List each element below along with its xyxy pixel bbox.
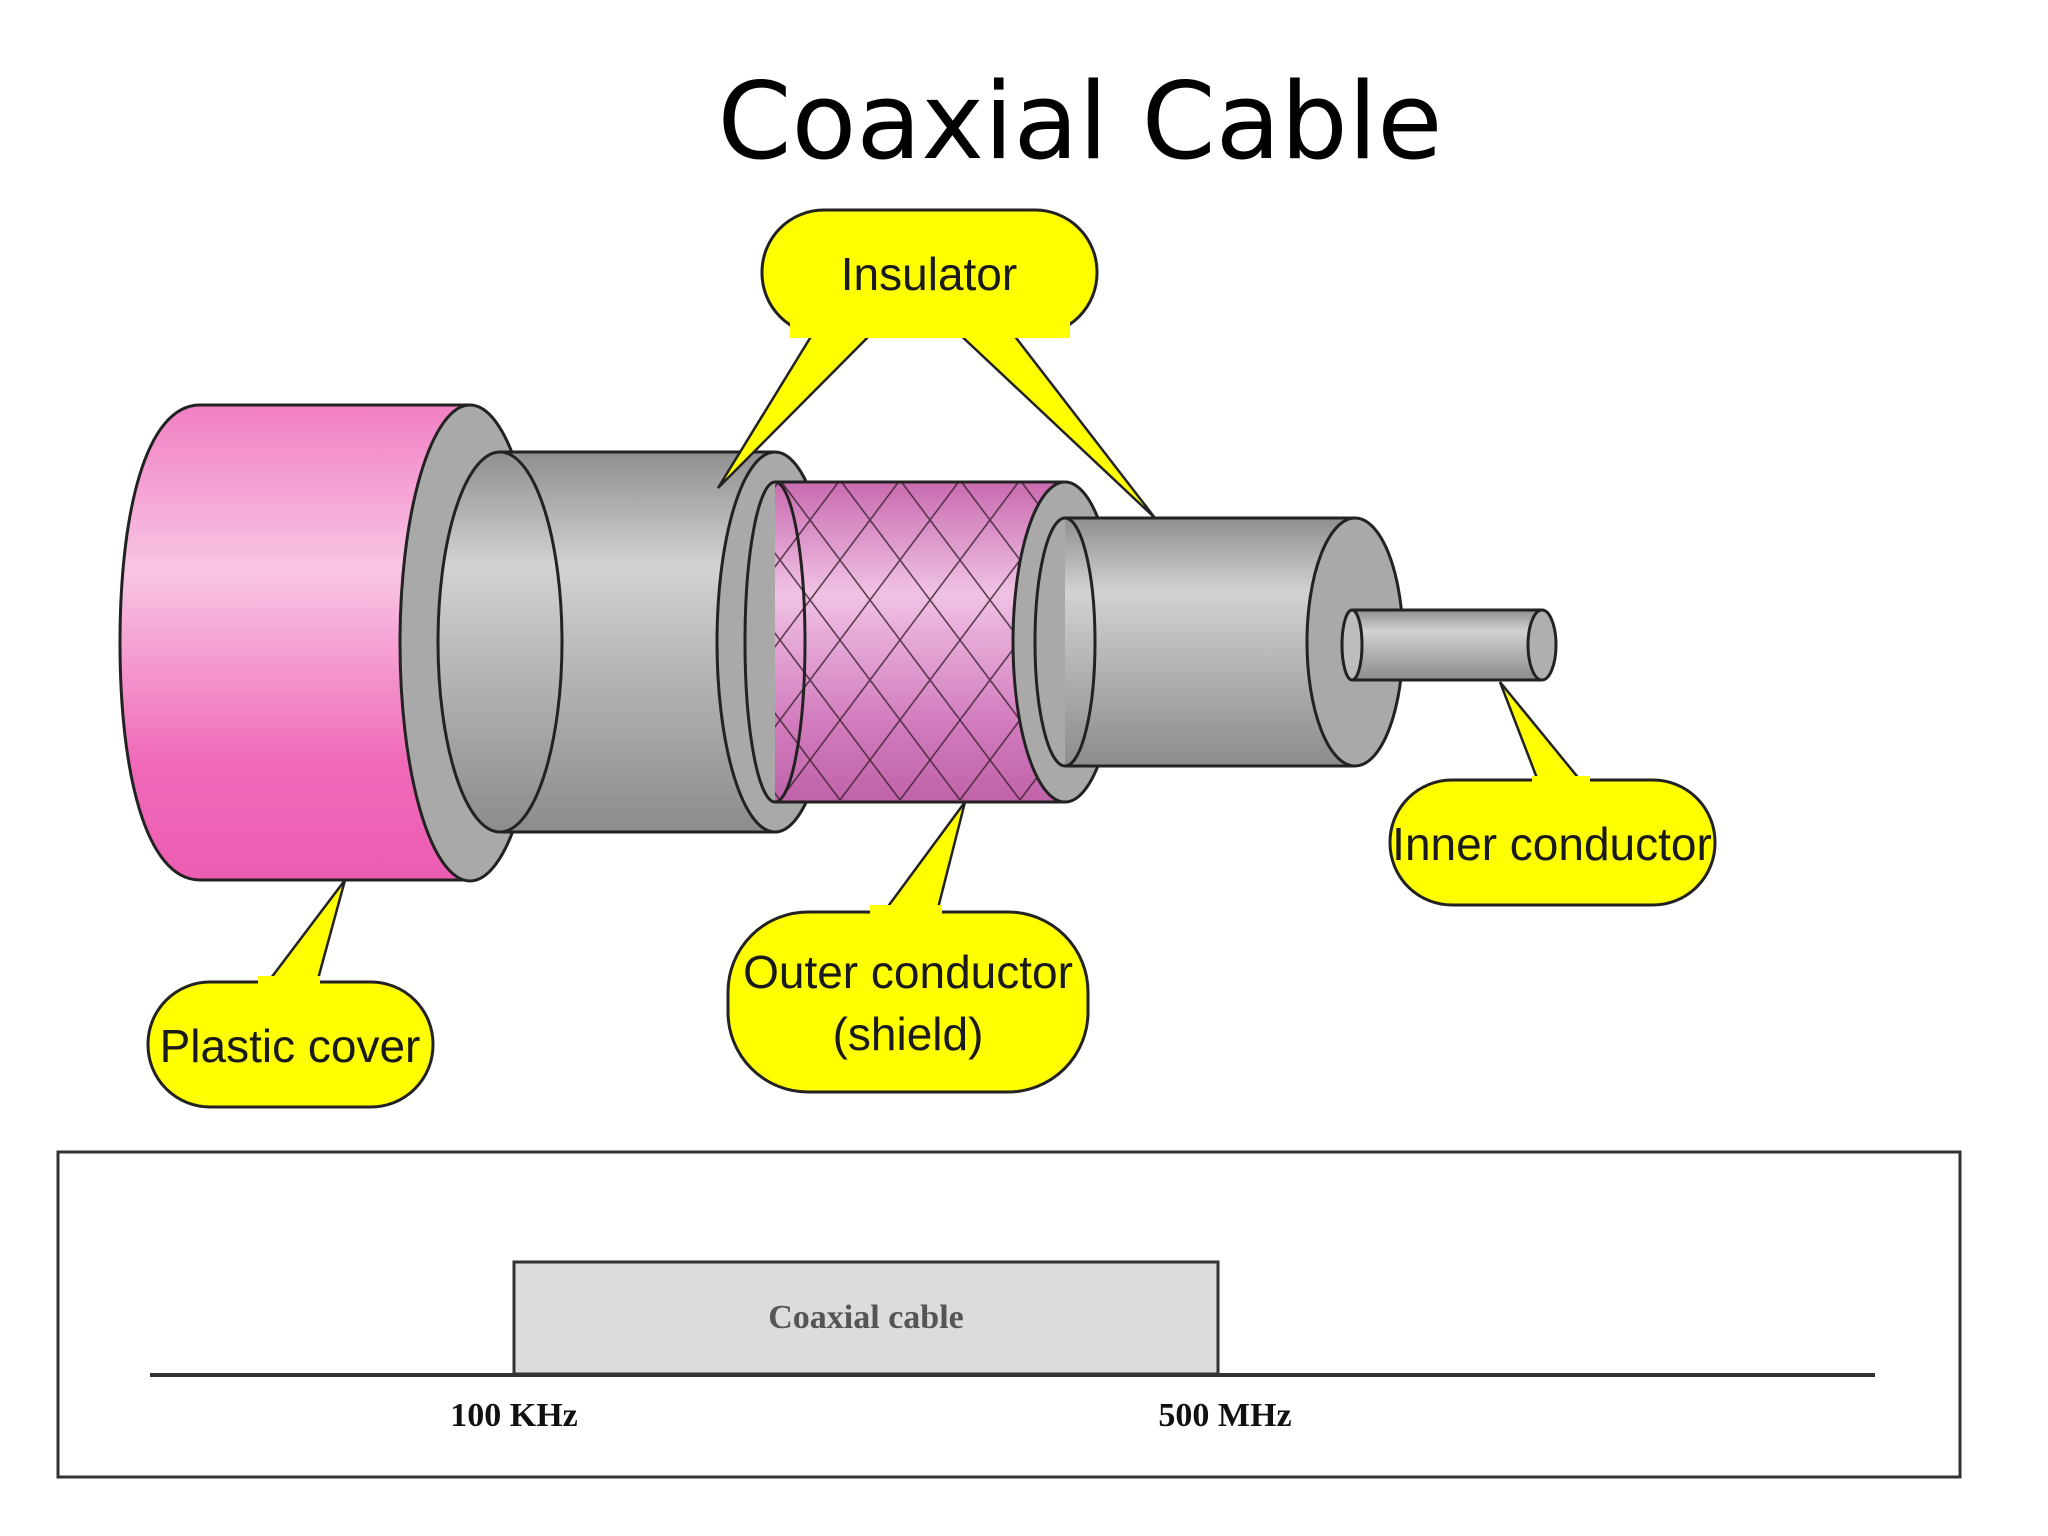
coaxial-band — [512, 1260, 1220, 1376]
insulator-label: Insulator — [841, 248, 1017, 300]
callout-inner-conductor: Inner conductor — [1388, 681, 1717, 907]
frequency-range-panel: Coaxial cable 100 KHz 500 MHz — [56, 1150, 1962, 1479]
slide-title: Coaxial Cable — [717, 60, 1443, 183]
outer-conductor-label-line1: Outer conductor — [743, 946, 1073, 998]
plastic-cover-label: Plastic cover — [160, 1020, 421, 1072]
low-frequency-label: 100 KHz — [450, 1397, 577, 1434]
inner-conductor-label: Inner conductor — [1392, 818, 1712, 870]
inner-conductor-wire — [1340, 608, 1558, 682]
inner-insulator-layer — [1033, 516, 1405, 768]
high-frequency-label: 500 MHz — [1158, 1397, 1291, 1434]
outer-conductor-layer — [743, 480, 1119, 804]
band-label: Coaxial cable — [768, 1299, 963, 1336]
callout-plastic-cover: Plastic cover — [146, 879, 435, 1109]
callout-outer-conductor: Outer conductor (shield) — [726, 801, 1090, 1094]
outer-conductor-label-line2: (shield) — [833, 1008, 984, 1060]
callout-insulator: Insulator — [716, 208, 1156, 519]
insulator-layer — [436, 450, 835, 834]
